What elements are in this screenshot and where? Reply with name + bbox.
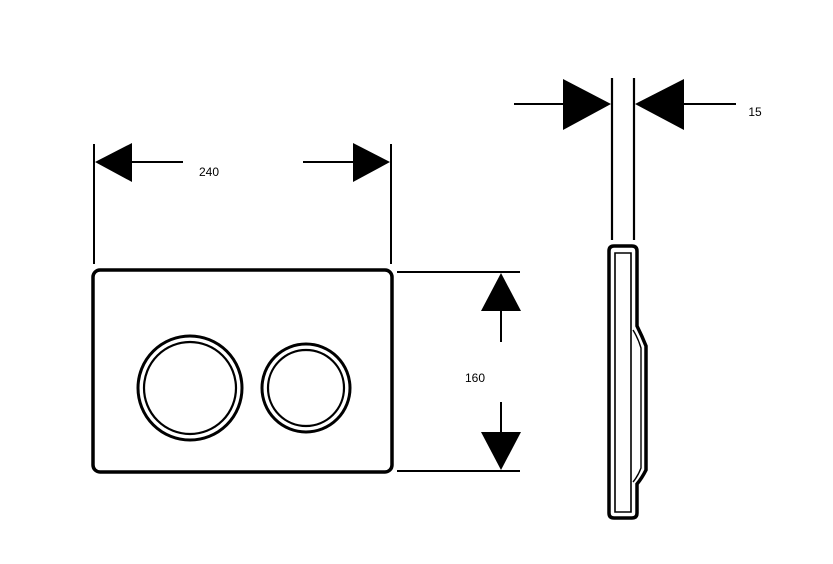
plate-profile-button-edge [632, 329, 642, 483]
depth-label: 15 [748, 105, 762, 119]
height-arrow-down [481, 432, 521, 470]
width-dimension: 240 [93, 143, 392, 264]
plate-profile-outer [607, 244, 648, 520]
plate-profile-inner [614, 252, 632, 513]
depth-arrow-right [635, 79, 684, 130]
width-arrow-right [353, 143, 390, 182]
width-label: 240 [199, 165, 219, 179]
depth-arrow-left [563, 79, 611, 130]
width-arrow-left [95, 143, 132, 182]
flush-plate-outline [91, 268, 394, 474]
small-flush-button [260, 342, 352, 434]
height-label: 160 [465, 371, 485, 385]
height-arrow-up [481, 273, 521, 311]
depth-dimension: 15 [514, 79, 762, 130]
large-flush-button [136, 334, 244, 442]
front-view [91, 268, 394, 474]
side-view [607, 78, 648, 520]
height-dimension: 160 [397, 271, 521, 472]
